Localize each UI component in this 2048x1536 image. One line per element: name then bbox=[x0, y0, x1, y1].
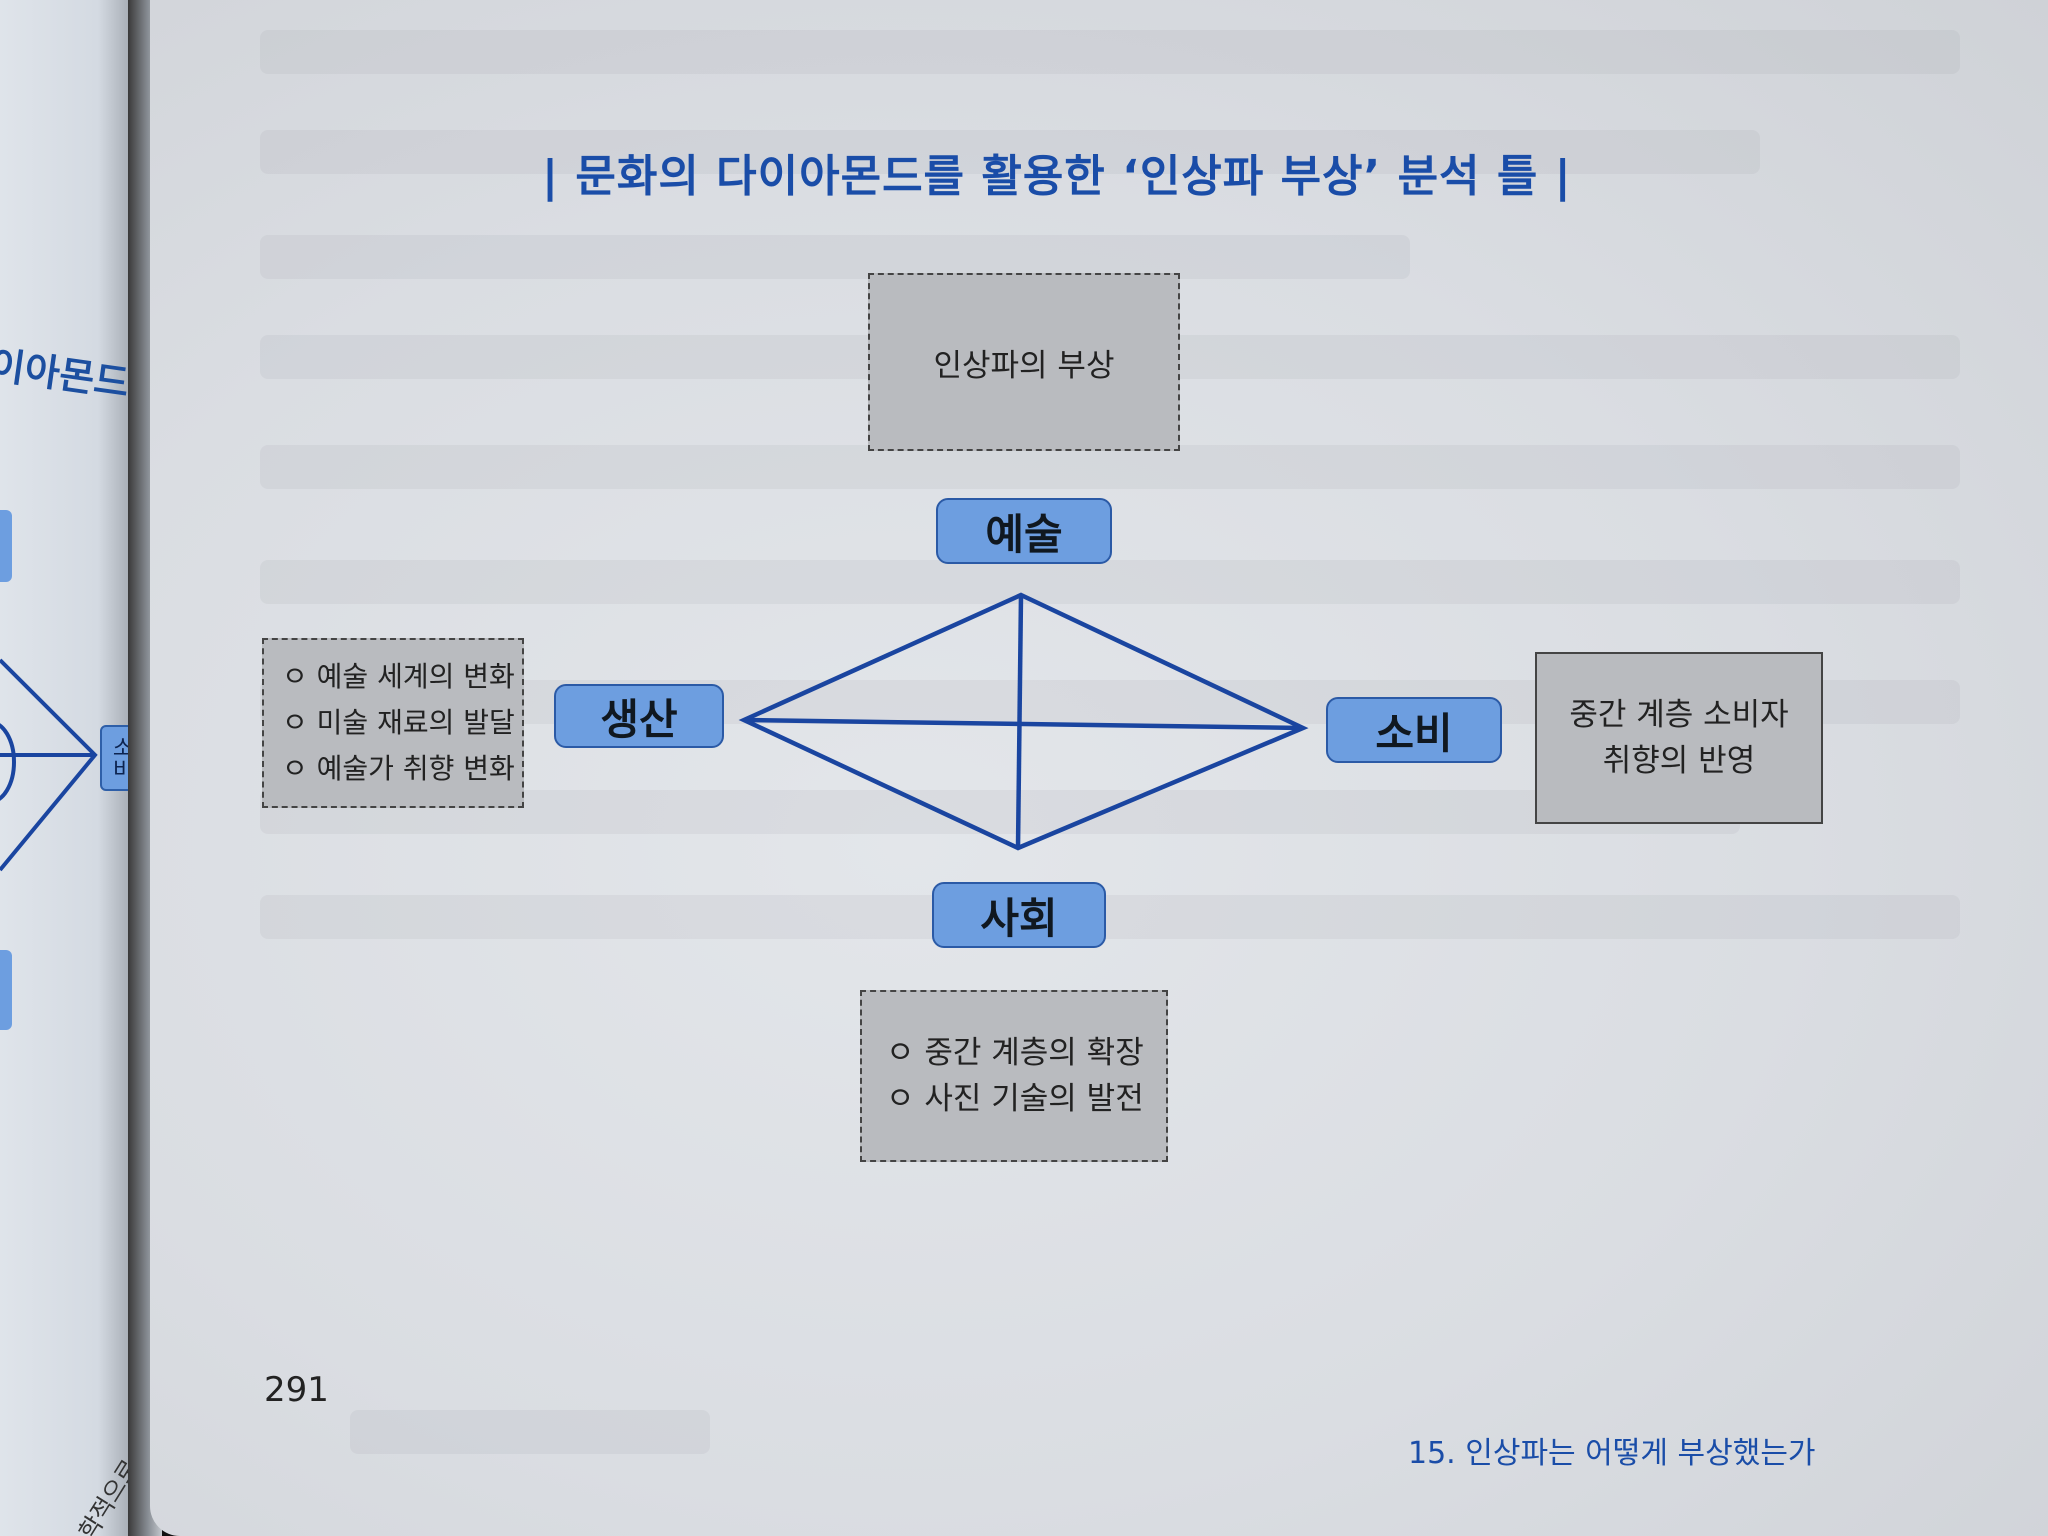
diamond-vertical-axis bbox=[1015, 594, 1024, 849]
left-page-diamond-fragment bbox=[0, 658, 98, 872]
node-society: 사회 bbox=[932, 882, 1106, 948]
node-consumption: 소비 bbox=[1326, 697, 1502, 763]
left-page-node-tab bbox=[0, 510, 12, 582]
show-through-text bbox=[260, 895, 1960, 939]
node-production: 생산 bbox=[554, 684, 724, 748]
show-through-text bbox=[260, 560, 1960, 604]
running-footer: 15. 인상파는 어떻게 부상했는가 bbox=[1408, 1436, 1816, 1471]
show-through-text bbox=[260, 130, 1760, 174]
top-box-text: 인상파의 부상 bbox=[933, 347, 1115, 384]
top-box-impressionism-rise: 인상파의 부상 bbox=[868, 273, 1180, 451]
page-number: 291 bbox=[264, 1370, 329, 1410]
list-item: ㅇ 미술 재료의 발달 bbox=[282, 706, 515, 739]
show-through-text bbox=[260, 445, 1960, 489]
right-box-consumer-taste: 중간 계층 소비자 취향의 반영 bbox=[1535, 652, 1823, 824]
right-box-line: 취향의 반영 bbox=[1602, 743, 1756, 779]
left-box-production-factors: ㅇ 예술 세계의 변화 ㅇ 미술 재료의 발달 ㅇ 예술가 취향 변화 bbox=[262, 638, 524, 808]
list-item: ㅇ 중간 계층의 확장 bbox=[886, 1035, 1144, 1071]
culture-diamond bbox=[738, 592, 1309, 851]
show-through-text bbox=[260, 235, 1410, 279]
right-box-line: 중간 계층 소비자 bbox=[1569, 697, 1789, 733]
node-art: 예술 bbox=[936, 498, 1112, 564]
list-item: ㅇ 예술 세계의 변화 bbox=[282, 660, 515, 693]
list-item: ㅇ 사진 기술의 발전 bbox=[886, 1081, 1144, 1117]
figure-title: | 문화의 다이아몬드를 활용한 ‘인상파 부상’ 분석 틀 | bbox=[542, 151, 1572, 202]
left-facing-page: 이아몬드 | 소비 학적으로 읽어보기 bbox=[0, 0, 195, 1536]
main-page: | 문화의 다이아몬드를 활용한 ‘인상파 부상’ 분석 틀 | 인상파의 부상… bbox=[150, 0, 2048, 1536]
show-through-text bbox=[260, 30, 1960, 74]
list-item: ㅇ 예술가 취향 변화 bbox=[282, 752, 515, 785]
left-page-node-tab bbox=[0, 950, 12, 1030]
diamond-horizontal-axis bbox=[743, 717, 1304, 731]
show-through-text bbox=[350, 1410, 710, 1454]
bottom-box-society-factors: ㅇ 중간 계층의 확장 ㅇ 사진 기술의 발전 bbox=[860, 990, 1168, 1162]
